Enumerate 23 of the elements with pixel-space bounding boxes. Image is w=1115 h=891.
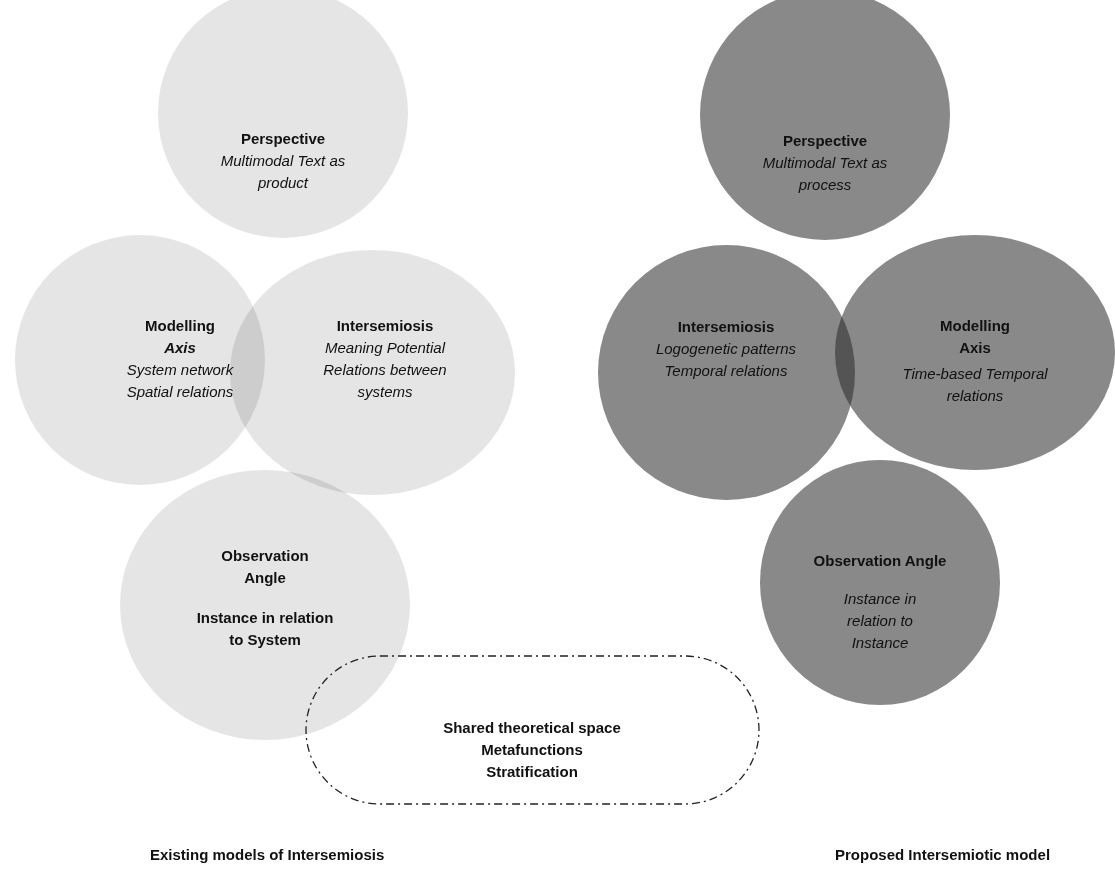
node-title: Modelling <box>144 316 216 336</box>
panel-caption: Existing models of Intersemiosis <box>150 846 385 863</box>
node-text: Meaning Potential Relations between systems <box>322 338 448 402</box>
node-title: Perspective <box>781 131 869 151</box>
node-title: Intersemiosis <box>676 317 776 337</box>
dashed-region <box>305 655 760 805</box>
panel-caption: Proposed Intersemiotic model <box>835 846 1051 863</box>
node-text: Metafunctions <box>480 740 584 760</box>
node-text: Multimodal Text as process <box>761 153 889 195</box>
node-text: Stratification <box>485 762 579 782</box>
node-text: Axis <box>163 338 197 358</box>
node-title: Observation Angle <box>812 551 948 571</box>
node-title: Modelling Axis <box>939 316 1011 358</box>
node-text: Instance in relation to Instance <box>842 589 918 653</box>
node-text: Instance in relation to System <box>195 608 335 650</box>
node-title: Observation Angle <box>220 546 310 588</box>
node-text: Logogenetic patterns Temporal relations <box>654 339 798 381</box>
node-text: Multimodal Text as product <box>219 151 347 193</box>
node-title: Intersemiosis <box>335 316 435 336</box>
node-text: Time-based Temporal relations <box>901 364 1049 406</box>
node-title: Perspective <box>239 129 327 149</box>
node-title: Shared theoretical space <box>442 718 622 738</box>
node-text: System network Spatial relations <box>125 360 235 402</box>
